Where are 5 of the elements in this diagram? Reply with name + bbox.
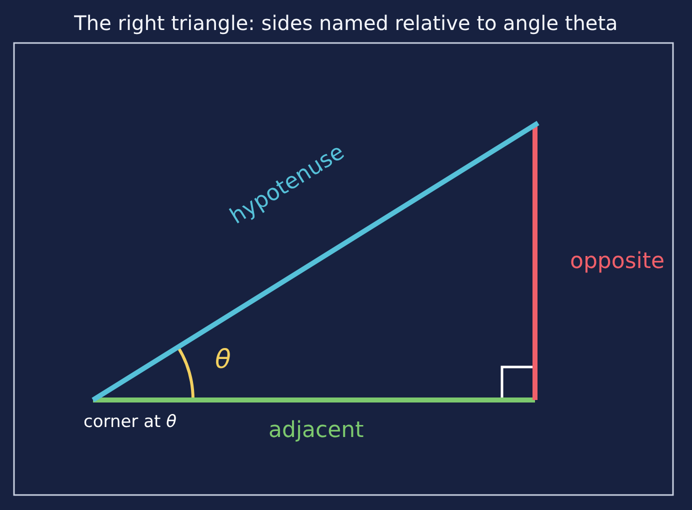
side-label: opposite bbox=[570, 250, 665, 274]
vertex-label: corner at θ bbox=[84, 412, 176, 432]
side-label: adjacent bbox=[268, 419, 364, 444]
angle-label: θ bbox=[215, 346, 231, 374]
diagram-title: The right triangle: sides named relative to angle theta bbox=[73, 12, 619, 34]
